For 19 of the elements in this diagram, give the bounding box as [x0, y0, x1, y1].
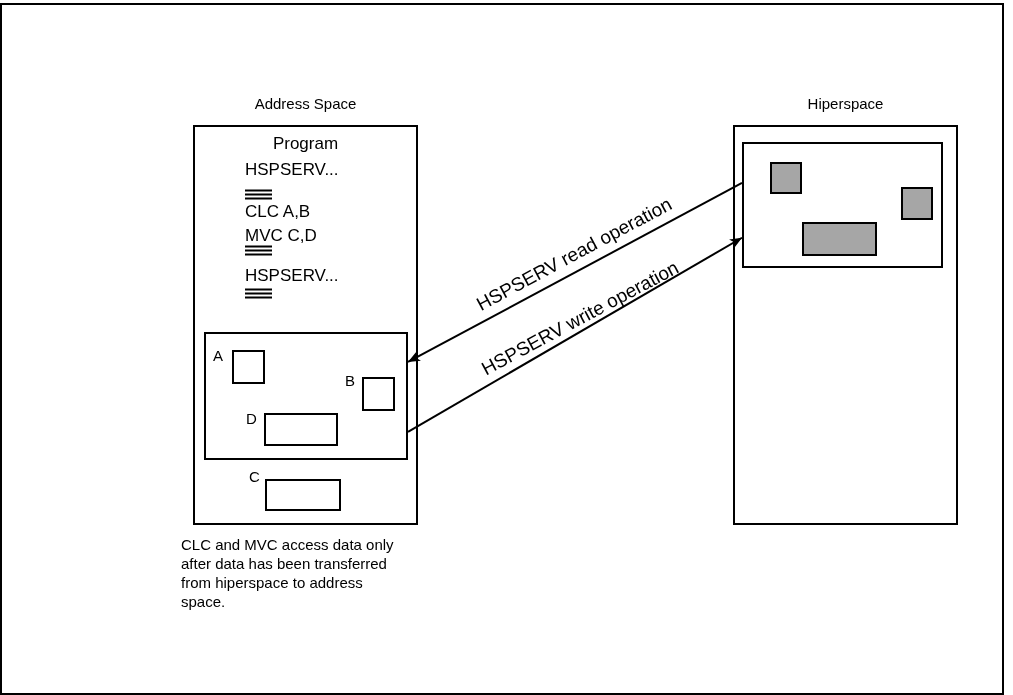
arrow: [407, 181, 743, 363]
program-heading: Program: [271, 133, 340, 155]
box-title: Address Space: [253, 94, 358, 114]
data-block: [802, 222, 877, 256]
code-line: MVC C,D: [245, 227, 317, 244]
data-block: [901, 187, 933, 220]
note-text: CLC and MVC access data only after data has been transferred from hiperspace to address space.: [181, 535, 395, 611]
data-area-box: [742, 142, 943, 268]
arrow: [407, 236, 743, 433]
code-line: HSPSERV...: [245, 267, 339, 284]
code-line: HSPSERV...: [245, 161, 339, 178]
area-label: D: [246, 411, 257, 426]
area-label: B: [345, 373, 355, 388]
code-line: CLC A,B: [245, 203, 311, 220]
area-label: A: [213, 348, 223, 363]
data-area-box: [204, 332, 408, 460]
data-block: [770, 162, 802, 194]
box-title: Hiperspace: [806, 94, 885, 114]
area-label: C: [249, 469, 260, 484]
